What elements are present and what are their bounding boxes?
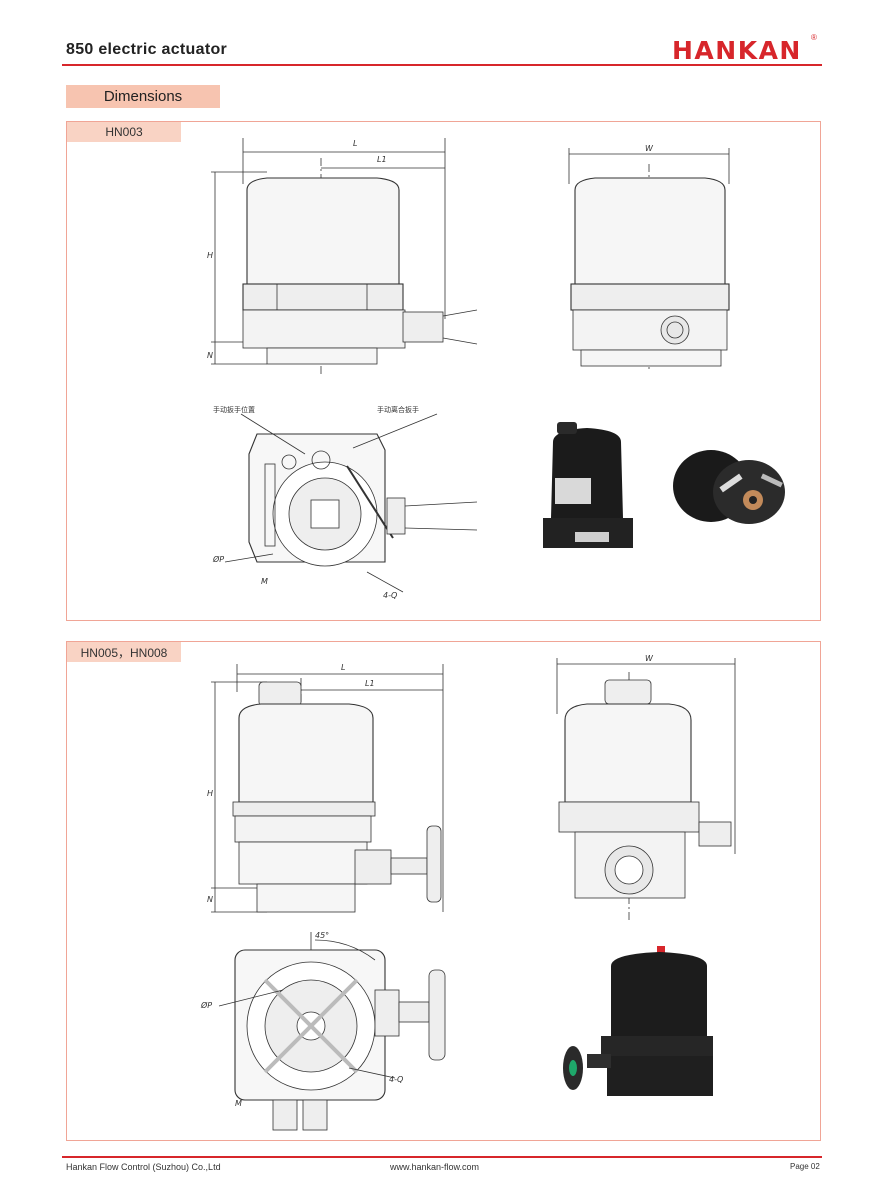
svg-text:L: L xyxy=(341,663,345,672)
panel-tag-hn005-hn008: HN005，HN008 xyxy=(67,642,181,662)
registered-mark: ® xyxy=(811,33,817,42)
top-view-drawing-2: 45° ØP M 4-Q xyxy=(200,931,446,1131)
svg-text:H: H xyxy=(207,789,213,798)
svg-text:L1: L1 xyxy=(377,155,387,164)
product-photo-front xyxy=(543,422,633,548)
svg-text:ØP: ØP xyxy=(200,1000,212,1010)
footer-company: Hankan Flow Control (Suzhou) Co.,Ltd xyxy=(66,1162,221,1172)
page-header-title: 850 electric actuator xyxy=(66,41,228,58)
footer-rule xyxy=(62,1156,822,1158)
footer-website[interactable]: www.hankan-flow.com xyxy=(390,1162,480,1172)
svg-text:W: W xyxy=(645,144,654,153)
product-photo-hn005 xyxy=(563,946,713,1096)
svg-text:ØP: ØP xyxy=(212,554,224,564)
side-view-drawing-2: L L1 H N xyxy=(207,663,444,913)
section-title: Dimensions xyxy=(66,85,220,108)
svg-text:M: M xyxy=(261,577,268,586)
svg-text:45°: 45° xyxy=(315,931,329,940)
page-number: Page 02 xyxy=(790,1162,820,1171)
top-view-drawing: 手动扳手位置 手动离合扳手 ØP M 4-Q xyxy=(212,405,478,600)
svg-text:W: W xyxy=(645,654,654,663)
panel-hn005-hn008: HN005，HN008 L L1 H N xyxy=(66,641,821,1141)
svg-text:手动扳手位置: 手动扳手位置 xyxy=(213,405,255,414)
svg-text:N: N xyxy=(207,895,213,904)
svg-text:H: H xyxy=(207,251,213,260)
svg-text:4-Q: 4-Q xyxy=(389,1075,403,1084)
side-view-drawing: L L1 H N xyxy=(207,138,478,374)
panel-tag-hn003: HN003 xyxy=(67,122,181,142)
front-view-drawing-2: W xyxy=(556,654,736,920)
svg-text:M: M xyxy=(235,1099,242,1108)
header-rule xyxy=(62,64,822,66)
brand-logo: HANKAN xyxy=(672,36,802,65)
panel-hn003: HN003 L L1 H N xyxy=(66,121,821,621)
front-view-drawing: W xyxy=(568,144,730,370)
svg-text:4-Q: 4-Q xyxy=(383,591,397,600)
svg-text:L: L xyxy=(353,139,357,148)
svg-text:手动离合扳手: 手动离合扳手 xyxy=(377,405,419,414)
svg-text:L1: L1 xyxy=(365,679,375,688)
svg-text:N: N xyxy=(207,351,213,360)
product-photo-base xyxy=(673,450,785,524)
